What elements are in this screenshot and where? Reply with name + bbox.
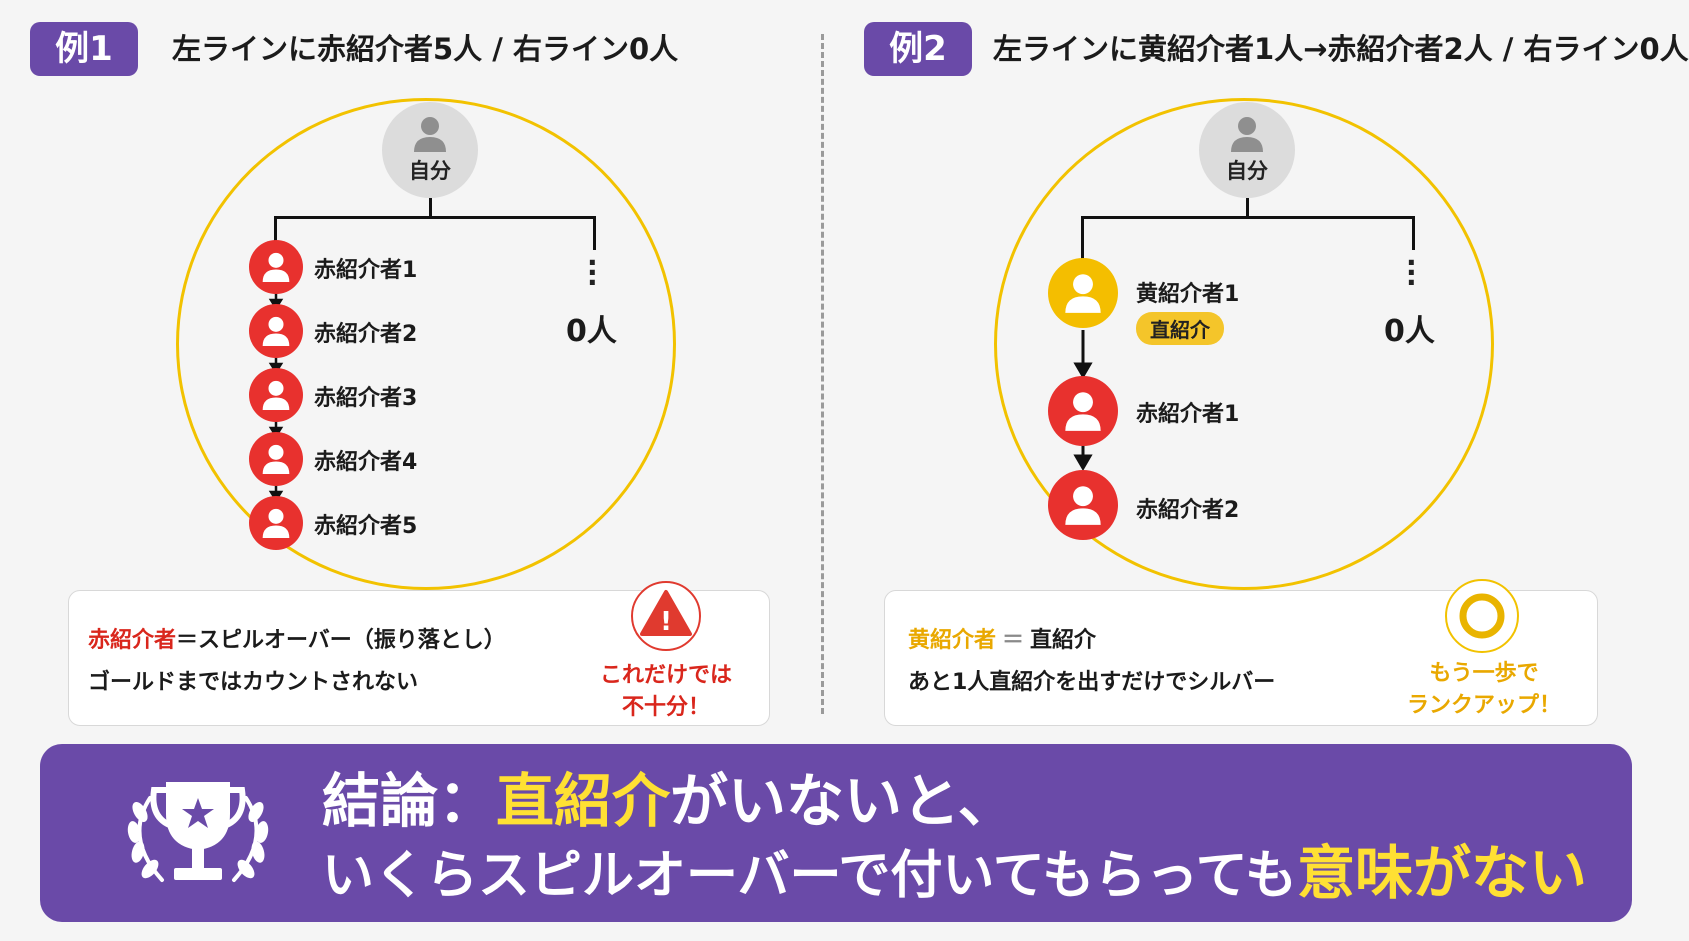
tree-right-drop [1412,216,1415,250]
red-referrer-node [249,496,303,550]
tree-branch [1081,216,1415,219]
example1-heading: 左ラインに赤紹介者5人 / 右ライン0人 [172,32,679,66]
tree-left-drop [274,216,277,242]
conclusion-line2: いくらスピルオーバーで付いてもらっても意味がない [322,838,1587,911]
red-referrer-definition: スピルオーバー（振り落とし） [198,628,506,653]
person-icon [1065,392,1101,431]
person-icon [414,117,446,152]
conclusion-highlight-direct: 直紹介 [496,767,671,835]
example1-self-node: 自分 [382,102,478,198]
warning-mark: ! [660,607,672,637]
conclusion-banner [40,744,1632,922]
example1-circle [176,98,676,590]
conclusion-highlight-meaningless: 意味がない [1297,839,1588,907]
red-referrer-node [1048,376,1118,446]
yellow-referrer-node [1048,258,1118,328]
equals-sign: ＝ [1002,628,1025,653]
direct-referral-tag: 直紹介 [1136,312,1224,345]
tree-branch [274,216,596,219]
trophy-icon [110,768,286,898]
red-referrer-term: 赤紹介者 [88,628,177,653]
person-icon [1231,117,1263,152]
tree-right-drop [593,216,596,250]
conclusion-line1: 結論：直紹介がいないと、 [322,764,1016,838]
self-label: 自分 [409,159,451,183]
red-referrer-label: 赤紹介者2 [1136,498,1240,523]
red-referrer-label: 赤紹介者1 [314,258,418,283]
red-referrer-label: 赤紹介者2 [314,322,418,347]
warning-icon: ! [630,580,702,652]
example2-encourage-text: もう一歩で ランクアップ！ [1406,661,1561,718]
example1-badge: 例1 [30,22,138,76]
example2-self-node: 自分 [1199,102,1295,198]
example2-note-line2: あと1人直紹介を出すだけでシルバー [908,670,1276,695]
example2-note-line1: 黄紹介者＝直紹介 [908,622,1096,654]
red-referrer-node [1048,470,1118,540]
tree-left-drop [1081,216,1084,260]
yellow-referrer-term: 黄紹介者 [908,628,997,653]
ring-icon [1444,578,1520,654]
red-referrer-label: 赤紹介者4 [314,450,418,475]
self-label: 自分 [1226,159,1268,183]
red-referrer-node [249,368,303,422]
red-referrer-label: 赤紹介者3 [314,386,418,411]
example2-circle [994,98,1494,590]
person-icon [262,508,290,538]
person-icon [262,252,290,282]
continuation-dots: ··· [1406,246,1417,299]
right-line-count: 0人 [566,314,617,349]
yellow-referrer-label: 黄紹介者1 [1136,282,1240,307]
example2-badge: 例2 [864,22,972,76]
red-referrer-node [249,432,303,486]
equals-sign: ＝ [176,628,199,653]
yellow-referrer-definition: 直紹介 [1030,628,1097,653]
example1-note-line2: ゴールドまではカウントされない [88,670,419,695]
center-divider [821,34,824,714]
tree-connector [1246,198,1249,218]
example2-heading: 左ラインに黄紹介者1人→赤紹介者2人 / 右ライン0人 [993,32,1689,66]
example1-note-line1: 赤紹介者＝スピルオーバー（振り落とし） [88,622,506,654]
red-referrer-node [249,240,303,294]
person-icon [1065,486,1101,525]
person-icon [262,380,290,410]
continuation-dots: ··· [587,246,598,299]
right-line-count: 0人 [1384,314,1435,349]
person-icon [1065,274,1101,313]
tree-connector [429,198,432,218]
example1-warning-text: これだけでは 不十分！ [599,663,732,720]
person-icon [262,316,290,346]
conclusion-prefix: 結論： [322,767,497,835]
red-referrer-node [249,304,303,358]
conclusion-rest: がいないと、 [670,767,1016,835]
red-referrer-label: 赤紹介者5 [314,514,418,539]
star-icon [182,798,214,828]
red-referrer-label: 赤紹介者1 [1136,402,1240,427]
conclusion-line2-text: いくらスピルオーバーで付いてもらっても [322,846,1298,906]
person-icon [262,444,290,474]
